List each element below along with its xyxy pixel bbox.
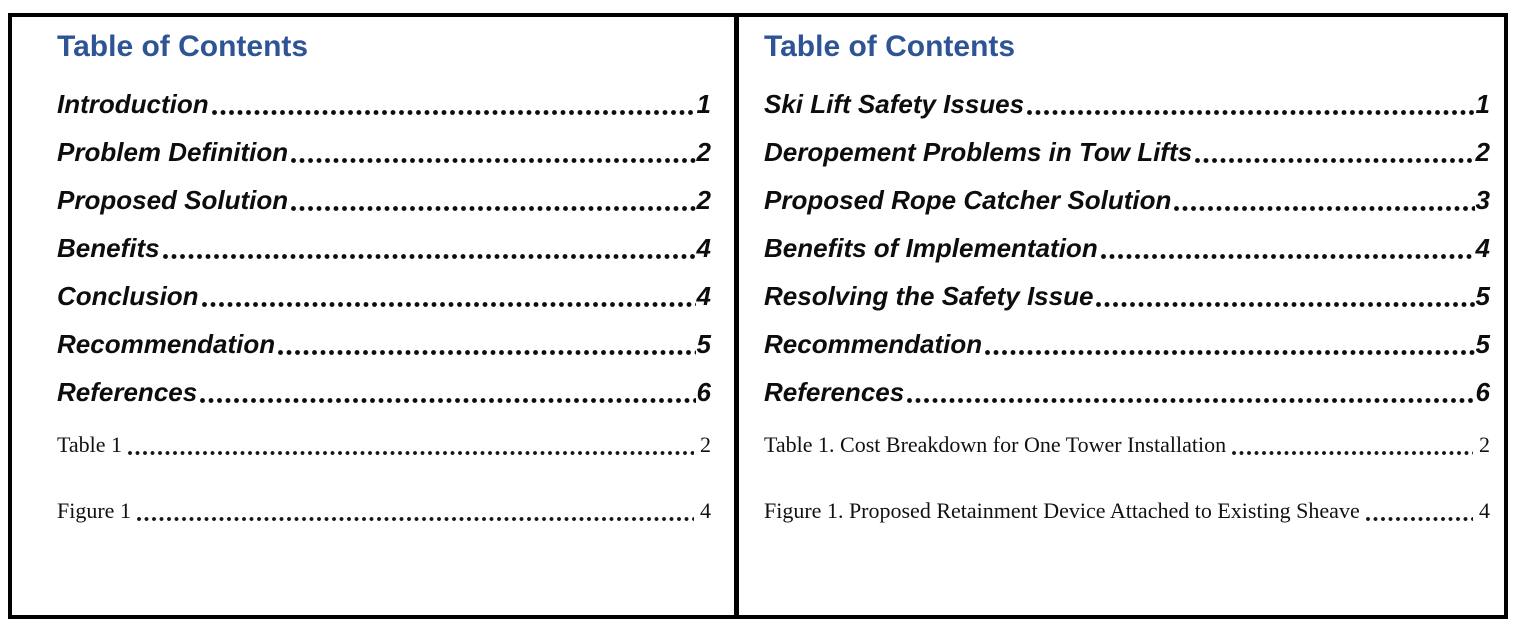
- toc-entry: Ski Lift Safety Issues 1: [764, 87, 1490, 121]
- dot-leader: [1100, 254, 1475, 259]
- toc-page-number: 2: [700, 432, 711, 457]
- toc-entry: Benefits of Implementation 4: [764, 231, 1490, 265]
- toc-entry: Proposed Solution 2: [57, 183, 711, 217]
- toc-page-number: 4: [696, 233, 711, 263]
- dot-leader: [1096, 302, 1475, 307]
- toc-entry-label: Table 1. Cost Breakdown for One Tower In…: [764, 432, 1227, 457]
- toc-entry: Recommendation 5: [764, 327, 1490, 361]
- dot-leader: [1174, 206, 1475, 211]
- toc-entry-label: Benefits of Implementation: [764, 233, 1098, 263]
- toc-page-number: 5: [1475, 329, 1490, 359]
- dot-leader: [200, 398, 696, 403]
- toc-page-number: 6: [1475, 377, 1490, 407]
- toc-caption-list: Table 1 2 Figure 1 4: [57, 427, 711, 529]
- toc-panel-after: Table of Contents Ski Lift Safety Issues…: [739, 17, 1504, 615]
- toc-entry: Resolving the Safety Issue 5: [764, 279, 1490, 313]
- toc-entry: Conclusion 4: [57, 279, 711, 313]
- dot-leader: [291, 206, 696, 211]
- toc-entry: Problem Definition 2: [57, 135, 711, 169]
- dot-leader: [291, 158, 696, 163]
- toc-entry-label: Table 1: [57, 432, 123, 457]
- toc-entry: Proposed Rope Catcher Solution 3: [764, 183, 1490, 217]
- toc-entry-label: References: [57, 377, 198, 407]
- dot-leader: [1365, 517, 1473, 521]
- toc-entry-label: Conclusion: [57, 281, 199, 311]
- toc-entry-label: Proposed Rope Catcher Solution: [764, 185, 1172, 215]
- toc-page-number: 2: [696, 137, 711, 167]
- dot-leader: [907, 398, 1475, 403]
- toc-page-number: 4: [696, 281, 711, 311]
- toc-entry: Recommendation 5: [57, 327, 711, 361]
- toc-entry-label: Proposed Solution: [57, 185, 289, 215]
- toc-heading: Table of Contents: [764, 30, 1016, 63]
- toc-page-number: 5: [1475, 281, 1490, 311]
- toc-panel-before: Table of Contents Introduction 1 Problem…: [12, 17, 739, 615]
- dot-leader: [211, 110, 696, 115]
- toc-entry-label: Benefits: [57, 233, 160, 263]
- toc-figure-caption-entry: Figure 1 4: [57, 493, 711, 529]
- dot-leader: [985, 350, 1475, 355]
- toc-entry: Deropement Problems in Tow Lifts 2: [764, 135, 1490, 169]
- toc-entry: Introduction 1: [57, 87, 711, 121]
- toc-page-number: 2: [1475, 137, 1490, 167]
- toc-page-number: 1: [696, 89, 711, 119]
- toc-entry: References 6: [57, 375, 711, 409]
- toc-table-caption-entry: Table 1 2: [57, 427, 711, 463]
- toc-page-number: 3: [1475, 185, 1490, 215]
- toc-page-number: 1: [1475, 89, 1490, 119]
- toc-page-number: 5: [696, 329, 711, 359]
- toc-page-number: 2: [696, 185, 711, 215]
- dot-leader: [162, 254, 696, 259]
- toc-page-number: 6: [696, 377, 711, 407]
- dot-leader: [136, 517, 694, 521]
- toc-page-number: 4: [1479, 498, 1490, 523]
- toc-page-number: 2: [1479, 432, 1490, 457]
- dot-leader: [1232, 451, 1473, 455]
- toc-entry-label: Problem Definition: [57, 137, 289, 167]
- toc-entry-label: Resolving the Safety Issue: [764, 281, 1094, 311]
- toc-entry: References 6: [764, 375, 1490, 409]
- dot-leader: [278, 350, 696, 355]
- toc-entry: Benefits 4: [57, 231, 711, 265]
- toc-entry-label: Ski Lift Safety Issues: [764, 89, 1025, 119]
- toc-table-caption-entry: Table 1. Cost Breakdown for One Tower In…: [764, 427, 1490, 463]
- toc-caption-list: Table 1. Cost Breakdown for One Tower In…: [764, 427, 1490, 529]
- toc-entry-list: Introduction 1 Problem Definition 2 Prop…: [57, 87, 711, 409]
- toc-heading: Table of Contents: [57, 30, 309, 63]
- dot-leader: [128, 451, 694, 455]
- toc-entry-label: Recommendation: [764, 329, 983, 359]
- toc-page-number: 4: [1475, 233, 1490, 263]
- toc-entry-label: References: [764, 377, 905, 407]
- toc-page-number: 4: [700, 498, 711, 523]
- toc-entry-label: Deropement Problems in Tow Lifts: [764, 137, 1193, 167]
- toc-entry-label: Introduction: [57, 89, 209, 119]
- dot-leader: [201, 302, 696, 307]
- toc-entry-label: Figure 1. Proposed Retainment Device Att…: [764, 498, 1360, 523]
- toc-entry-list: Ski Lift Safety Issues 1 Deropement Prob…: [764, 87, 1490, 409]
- toc-entry-label: Recommendation: [57, 329, 276, 359]
- dot-leader: [1027, 110, 1475, 115]
- dot-leader: [1195, 158, 1475, 163]
- toc-entry-label: Figure 1: [57, 498, 131, 523]
- toc-figure-caption-entry: Figure 1. Proposed Retainment Device Att…: [764, 493, 1490, 529]
- figure-frame: Table of Contents Introduction 1 Problem…: [8, 13, 1508, 619]
